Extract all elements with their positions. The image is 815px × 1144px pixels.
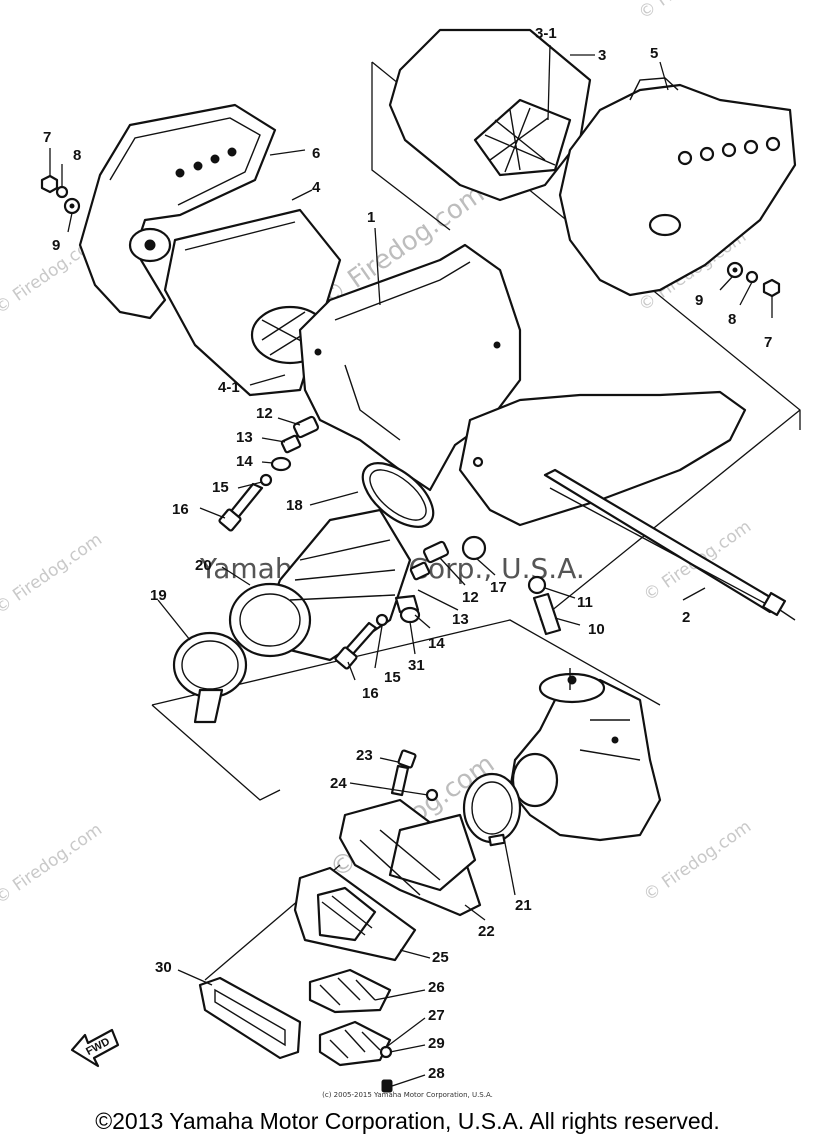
callout-28: 28 <box>428 1065 445 1082</box>
diagram-credit: (c) 2005-2015 Yamaha Motor Corporation, … <box>322 1091 493 1099</box>
watermark-firedog: © Firedog.com <box>640 817 755 906</box>
callout-5: 5 <box>650 45 658 62</box>
air-filter-cover-right <box>558 77 797 297</box>
forward-arrow-icon: FWD <box>70 1028 120 1068</box>
hose-clamp <box>361 462 435 528</box>
leader-lines <box>49 44 773 1087</box>
carburetor-clamp <box>462 772 522 847</box>
manifold-bolt <box>390 749 439 802</box>
callout-labels: 7 8 9 6 4 1 4-1 3-1 3 5 9 8 7 12 13 14 1… <box>43 25 772 1082</box>
callout-6: 6 <box>312 145 320 162</box>
intake-manifold <box>338 798 482 917</box>
callout-29: 29 <box>428 1035 445 1052</box>
callout-22: 22 <box>478 923 495 940</box>
watermark-firedog: © Firedog.com <box>0 530 106 619</box>
callout-15-lower: 15 <box>384 669 401 686</box>
reed-screw <box>379 1045 393 1093</box>
air-filter-cover-left <box>78 103 277 320</box>
callout-19: 19 <box>150 587 167 604</box>
callout-16-lower: 16 <box>362 685 379 702</box>
callout-4: 4 <box>312 179 321 196</box>
callout-8: 8 <box>73 147 81 164</box>
callout-8-right: 8 <box>728 311 736 328</box>
watermark-firedog: © Firedog.com <box>0 820 106 909</box>
callout-13: 13 <box>236 429 253 446</box>
callout-13-lower: 13 <box>452 611 469 628</box>
intake-joint <box>228 508 412 662</box>
upper-fasteners <box>218 415 320 532</box>
callout-31: 31 <box>408 657 425 674</box>
callout-24: 24 <box>330 775 347 792</box>
air-cleaner-case-and-tube <box>458 390 796 621</box>
callout-12-lower: 12 <box>462 589 479 606</box>
callout-18: 18 <box>286 497 303 514</box>
lower-fasteners <box>334 535 562 670</box>
watermark-firedog: © Firedog.com <box>635 0 750 24</box>
carburetor <box>508 668 662 842</box>
callout-30: 30 <box>155 959 172 976</box>
callout-11: 11 <box>577 594 593 611</box>
callout-17: 17 <box>490 579 507 596</box>
callout-14-lower: 14 <box>428 635 445 652</box>
washers-and-nuts <box>40 174 781 298</box>
callout-9: 9 <box>52 237 60 254</box>
callout-10: 10 <box>588 621 605 638</box>
joint-clamp <box>172 631 248 724</box>
callout-12: 12 <box>256 405 273 422</box>
callout-16: 16 <box>172 501 189 518</box>
manifold-gasket <box>198 976 302 1060</box>
callout-15: 15 <box>212 479 229 496</box>
callout-25: 25 <box>432 949 449 966</box>
callout-20: 20 <box>195 557 212 574</box>
callout-7-right: 7 <box>764 334 772 351</box>
callout-26: 26 <box>428 979 445 996</box>
callout-1: 1 <box>367 209 375 226</box>
callout-14: 14 <box>236 453 253 470</box>
reed-valve <box>293 866 417 962</box>
callout-27: 27 <box>428 1007 445 1024</box>
callout-3: 3 <box>598 47 606 64</box>
copyright-notice: ©2013 Yamaha Motor Corporation, U.S.A. A… <box>95 1108 720 1134</box>
air-cleaner-body <box>298 243 522 492</box>
callout-7: 7 <box>43 129 51 146</box>
callout-21: 21 <box>515 897 532 914</box>
callout-3-1: 3-1 <box>535 25 557 42</box>
callout-9-right: 9 <box>695 292 703 309</box>
reed-plates <box>308 968 392 1067</box>
callout-23: 23 <box>356 747 373 764</box>
callout-2: 2 <box>682 609 690 626</box>
air-filter-element-right <box>388 28 592 202</box>
callout-4-1: 4-1 <box>218 379 240 396</box>
